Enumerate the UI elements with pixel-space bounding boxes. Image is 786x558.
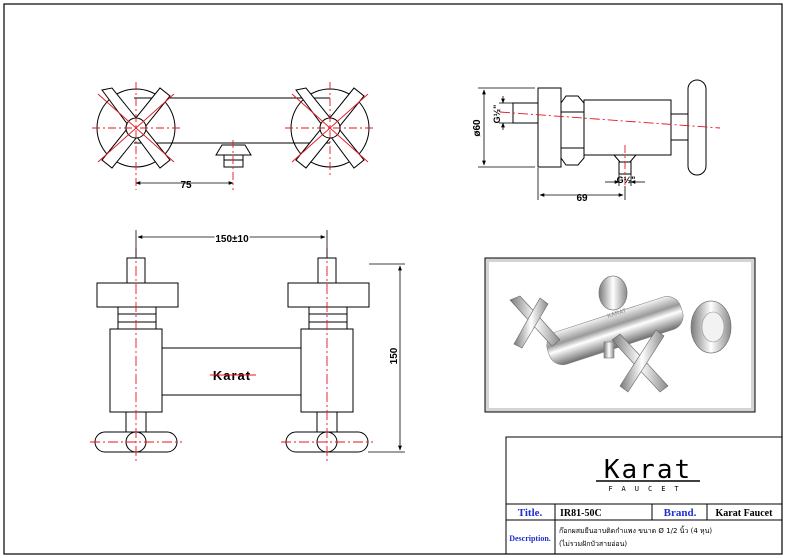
- title-value: IR81-50C: [560, 508, 602, 519]
- description-line-2: (ไม่รวมฝักบัวสายอ่อน): [559, 539, 627, 548]
- dim-side-height-label: ø60: [472, 119, 483, 137]
- dim-side: [478, 87, 645, 200]
- dim-front-height: [368, 263, 405, 453]
- brand-value: Karat Faucet: [716, 508, 774, 519]
- dim-front-spacing-label: 150±10: [215, 234, 249, 245]
- dim-front-spacing: [135, 230, 328, 258]
- description-label: Description.: [509, 534, 551, 543]
- dim-top-75: 75: [135, 180, 234, 191]
- top-view-centerlines: [92, 82, 376, 190]
- title-block-logo-sub: FAUCET: [608, 485, 687, 493]
- title-block-logo: Karat: [604, 455, 692, 485]
- front-body-logo: Karat: [213, 368, 251, 383]
- dim-top-label: 75: [180, 180, 192, 191]
- brand-label: Brand.: [664, 507, 697, 519]
- dim-front-height-label: 150: [389, 347, 400, 364]
- sheet-border: [3, 3, 783, 555]
- title-label: Title.: [518, 507, 543, 519]
- front-view-centerlines: [90, 248, 373, 462]
- description-line-1: ก๊อกผสมยืนอาบติดกำแพง ขนาด Ø 1/2 นิ้ว (4…: [559, 524, 712, 535]
- dim-side-thread-bottom-label: G½": [617, 175, 636, 185]
- dim-side-thread-top-label: G½": [492, 105, 502, 124]
- side-view-centerlines: [499, 111, 721, 185]
- side-view: [512, 79, 707, 176]
- dim-side-depth-label: 69: [576, 193, 588, 204]
- svg-text:KARAT: KARAT: [607, 308, 628, 320]
- product-photo: KARAT: [484, 257, 756, 413]
- title-block: [505, 436, 783, 555]
